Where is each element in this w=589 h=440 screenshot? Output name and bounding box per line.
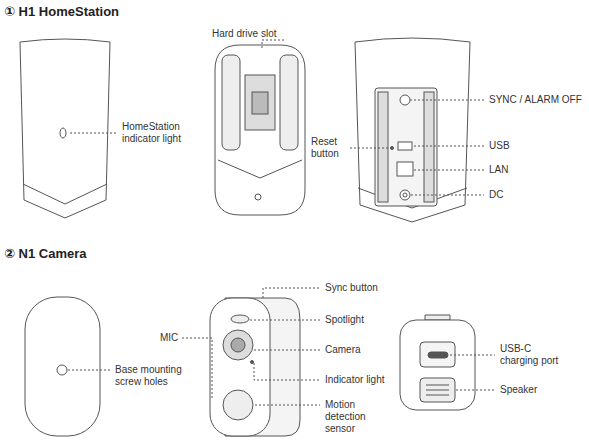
camera-back	[25, 297, 100, 436]
leader-lines	[68, 40, 495, 405]
part-label: Camera	[325, 344, 361, 356]
section-heading: ② N1 Camera	[4, 246, 87, 262]
part-label: Indicator light	[325, 374, 384, 386]
part-label: Hard drive slot	[212, 28, 276, 40]
homestation-back	[355, 38, 470, 222]
part-label: Sync button	[325, 282, 378, 294]
part-label: LAN	[489, 164, 508, 176]
part-label: USB	[489, 140, 510, 152]
part-label: Motion detection sensor	[325, 399, 375, 435]
part-label: SYNC / ALARM OFF	[489, 94, 582, 106]
camera-bottom	[400, 315, 475, 410]
homestation-bottom	[215, 45, 305, 215]
homestation-front	[20, 39, 110, 218]
section-heading: ① H1 HomeStation	[4, 4, 119, 20]
part-label: Base mounting screw holes	[115, 364, 195, 388]
part-label: Speaker	[500, 384, 537, 396]
part-label: MIC	[160, 332, 178, 344]
part-label: Reset button	[311, 136, 349, 160]
part-label: HomeStation indicator light	[122, 121, 192, 145]
part-label: DC	[489, 189, 503, 201]
camera-front	[210, 298, 300, 436]
part-label: USB-C charging port	[500, 343, 570, 367]
part-label: Spotlight	[325, 314, 364, 326]
